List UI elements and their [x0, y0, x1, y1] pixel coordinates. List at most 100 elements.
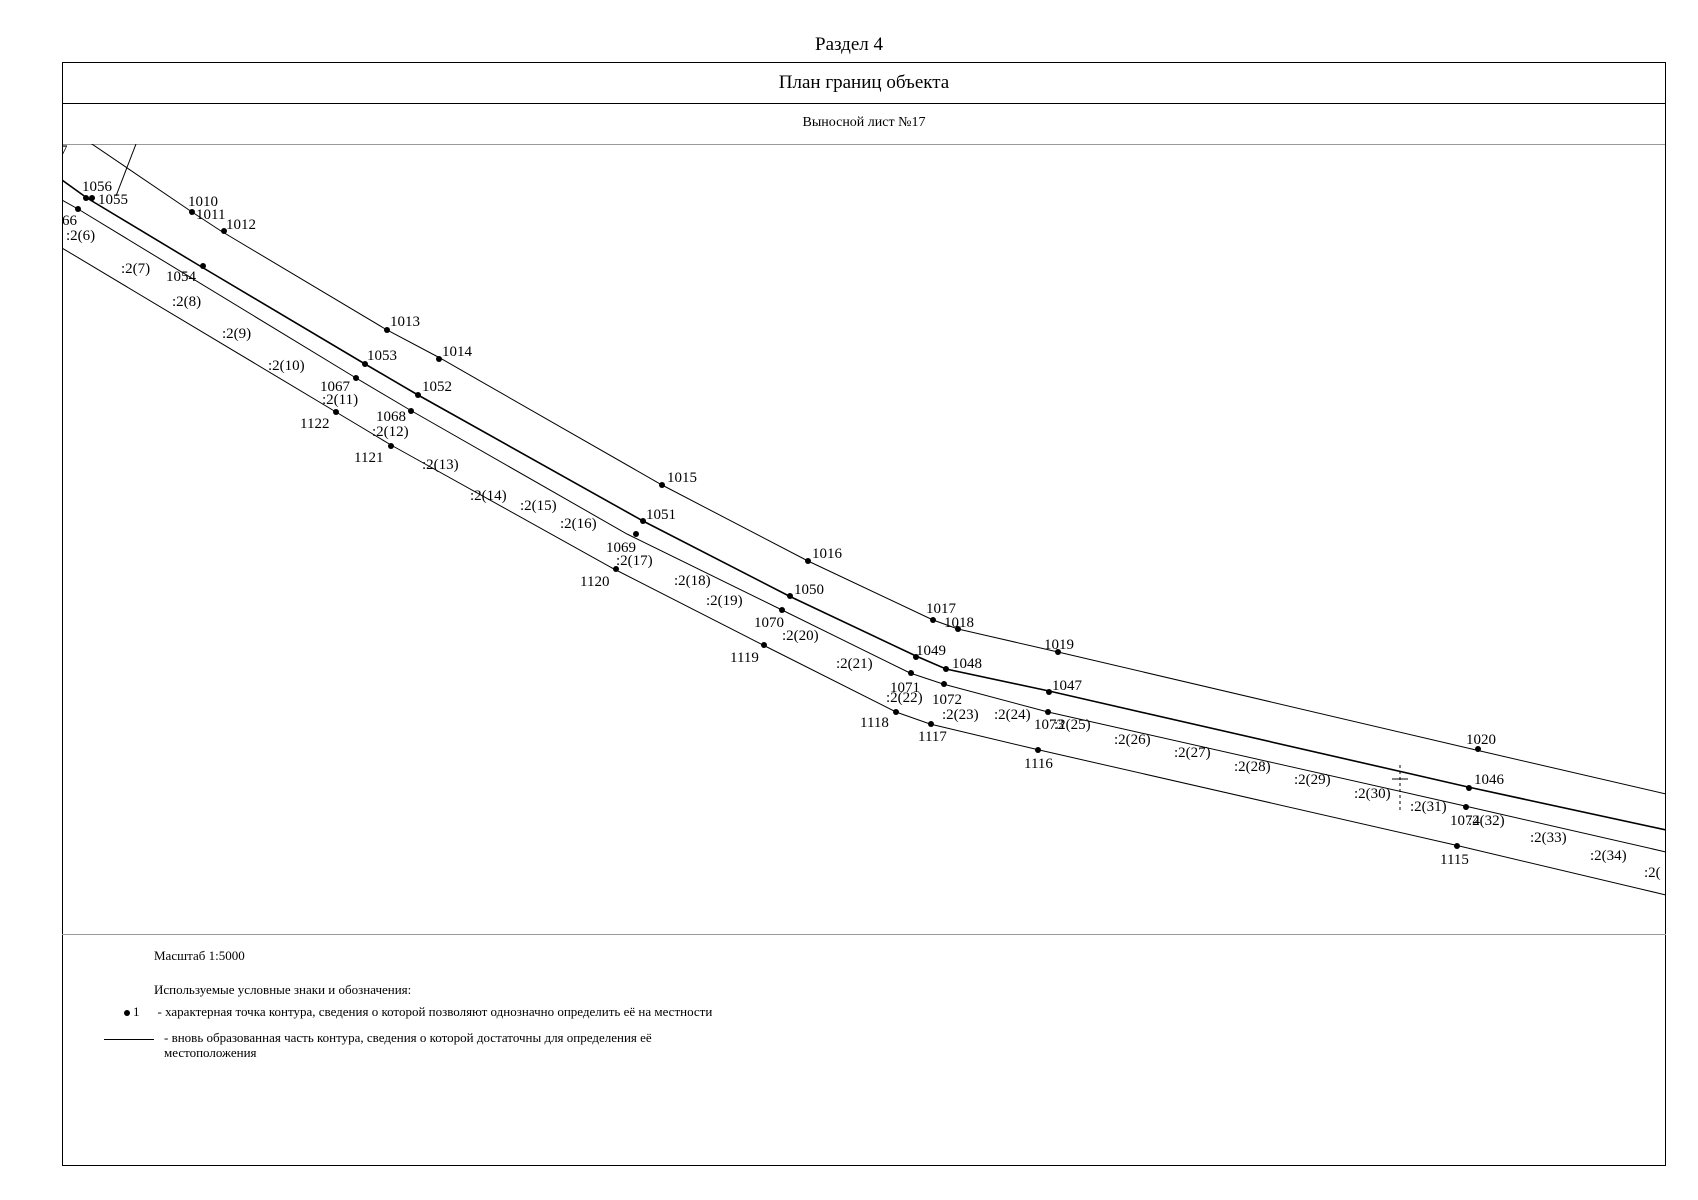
point-marker	[200, 263, 206, 269]
boundary-map: 1056 1055 1010 1011 1012 66 1054 1013 10…	[62, 144, 1666, 934]
point-marker	[955, 626, 961, 632]
point-marker	[761, 642, 767, 648]
fragment-line	[115, 144, 137, 197]
parcel-label: :2(26)	[1114, 732, 1151, 748]
parcel-label: :2(9)	[222, 326, 251, 342]
parcel-label: :2(20)	[782, 628, 819, 644]
point-marker	[805, 558, 811, 564]
point-label: 1072	[932, 692, 962, 708]
point-label: 1055	[98, 192, 128, 208]
point-label: 1121	[354, 450, 383, 466]
point-marker	[1055, 649, 1061, 655]
point-label: 1054	[166, 269, 197, 285]
point-marker	[362, 361, 368, 367]
point-marker	[89, 195, 95, 201]
point-marker	[943, 666, 949, 672]
parcel-label: :2(14)	[470, 488, 507, 504]
parcel-label: :2(25)	[1054, 717, 1091, 733]
point-marker	[930, 617, 936, 623]
point-label: 1016	[812, 546, 843, 562]
point-label: 1017	[926, 601, 957, 617]
line-symbol-icon	[104, 1039, 154, 1040]
legend-line-desc: - вновь образованная часть контура, свед…	[164, 1030, 652, 1060]
point-marker	[913, 654, 919, 660]
parcel-label: :2(12)	[372, 424, 409, 440]
point-label: 1069	[606, 540, 636, 556]
point-label: 1019	[1044, 637, 1074, 653]
sheet-title: Выносной лист №17	[63, 104, 1665, 145]
legend-row-point: 1- характерная точка контура, сведения о…	[124, 1004, 712, 1020]
point-label: 1115	[1440, 852, 1469, 868]
parcel-labels: :2(6) :2(7) :2(8) :2(9) :2(10) :2(11) :2…	[66, 228, 1661, 881]
point-marker	[1463, 804, 1469, 810]
parcel-label: :2(29)	[1294, 772, 1331, 788]
boundary-map-svg: 1056 1055 1010 1011 1012 66 1054 1013 10…	[62, 144, 1666, 896]
inner-boundary-line	[62, 199, 1666, 853]
point-label: 7	[62, 144, 68, 159]
parcel-label: :2(10)	[268, 358, 305, 374]
point-label: 1053	[367, 348, 397, 364]
point-marker	[221, 228, 227, 234]
parcel-label: :2(19)	[706, 593, 743, 609]
point-label: 1011	[196, 207, 225, 223]
point-marker	[1454, 843, 1460, 849]
parcel-label: :2(23)	[942, 707, 979, 723]
point-symbol-icon	[124, 1010, 130, 1017]
point-marker	[941, 681, 947, 687]
point-label: 1051	[646, 507, 676, 523]
point-label: 1014	[442, 344, 473, 360]
parcel-label: :2(31)	[1410, 799, 1447, 815]
parcel-label: :2(13)	[422, 457, 459, 473]
point-marker	[613, 566, 619, 572]
point-label: 1068	[376, 409, 406, 425]
parcel-label: :2(24)	[994, 707, 1031, 723]
point-label: 66	[62, 213, 78, 229]
parcel-label: :2(11)	[322, 392, 358, 408]
point-marker	[408, 408, 414, 414]
point-label: 1050	[794, 582, 824, 598]
parcel-label: :2(27)	[1174, 745, 1211, 761]
point-label: 1049	[916, 643, 946, 659]
point-marker	[388, 443, 394, 449]
outer-boundary-line	[90, 144, 1666, 795]
characteristic-points	[75, 195, 1481, 849]
point-marker	[633, 531, 639, 537]
point-label: 1073	[1034, 717, 1064, 733]
scale-label: Масштаб 1:5000	[154, 948, 245, 963]
point-marker	[1046, 689, 1052, 695]
parcel-label: :2(34)	[1590, 848, 1627, 864]
point-marker	[659, 482, 665, 488]
point-label: 1070	[754, 615, 784, 631]
point-marker	[189, 209, 195, 215]
parcel-label: :2(	[1644, 865, 1661, 881]
parcel-label: :2(21)	[836, 656, 873, 672]
point-label: 1018	[944, 615, 974, 631]
point-marker	[640, 518, 646, 524]
point-label: 1074	[1450, 813, 1481, 829]
point-label: 1119	[730, 650, 759, 666]
parcel-label: :2(17)	[616, 553, 653, 569]
point-label: 1117	[918, 729, 947, 745]
point-marker	[353, 375, 359, 381]
plan-title: План границ объекта	[63, 63, 1665, 104]
section-title: Раздел 4	[815, 34, 883, 55]
parcel-label: :2(33)	[1530, 830, 1567, 846]
parcel-label: :2(28)	[1234, 759, 1271, 775]
point-marker	[384, 327, 390, 333]
point-marker	[1045, 709, 1051, 715]
point-label: 1046	[1474, 772, 1505, 788]
point-label: 1052	[422, 379, 452, 395]
point-label: 1020	[1466, 732, 1496, 748]
parcel-label: :2(6)	[66, 228, 95, 244]
parcel-label: :2(7)	[121, 261, 150, 277]
point-label: 1047	[1052, 678, 1083, 694]
point-label: 1116	[1024, 756, 1053, 772]
parcel-label: :2(16)	[560, 516, 597, 532]
point-marker	[1035, 747, 1041, 753]
point-marker	[333, 409, 339, 415]
point-label: 1122	[300, 416, 329, 432]
main-boundary-line	[62, 179, 1666, 831]
parcel-label: :2(30)	[1354, 786, 1391, 802]
point-symbol-label: 1	[133, 1004, 140, 1019]
parcel-label: :2(22)	[886, 690, 923, 706]
